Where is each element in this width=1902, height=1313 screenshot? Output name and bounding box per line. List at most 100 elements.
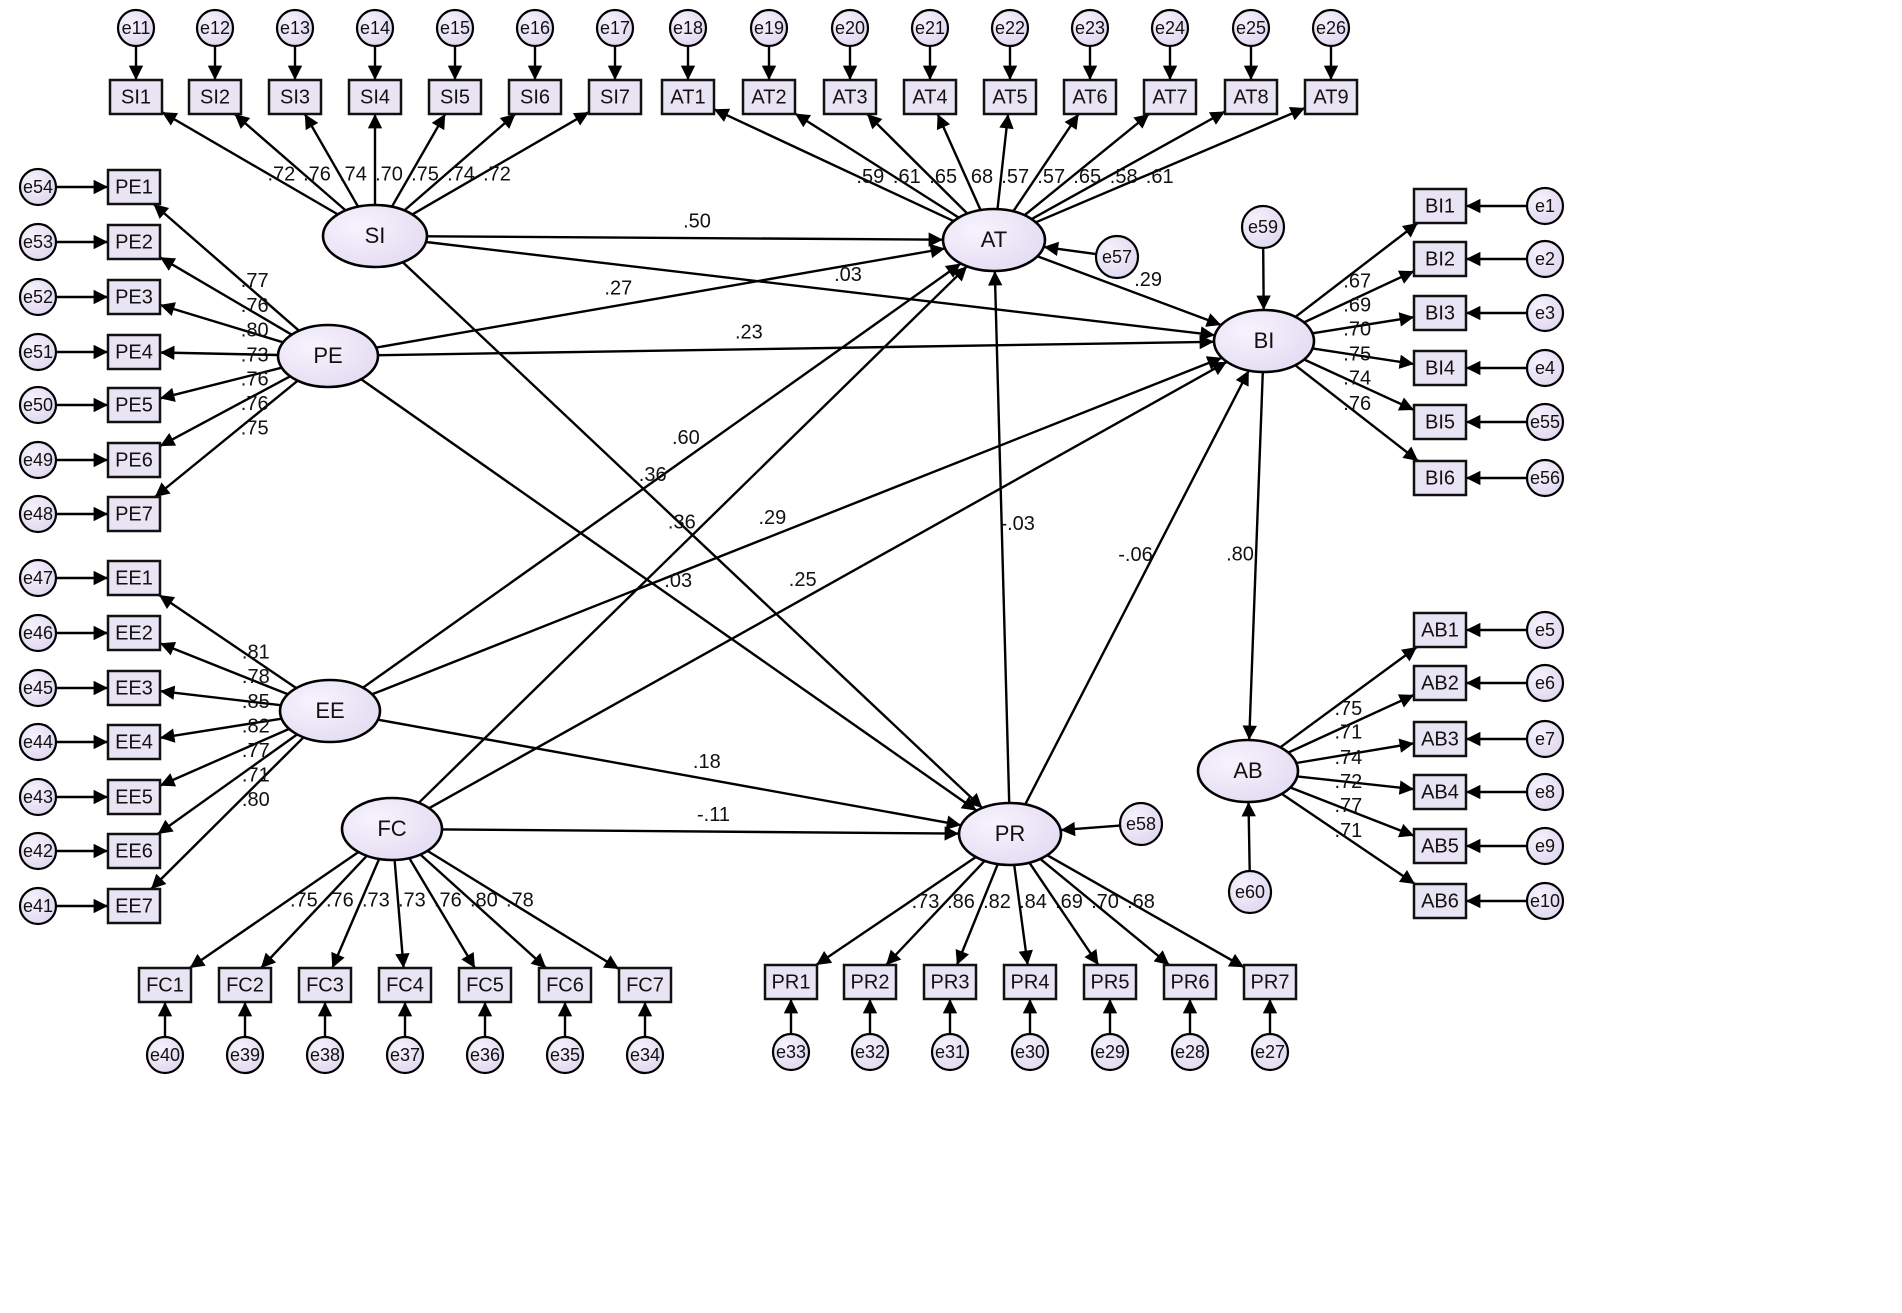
error-term-label-e33: e33 [776, 1042, 806, 1062]
disturbance-e58 [1118, 801, 1164, 847]
error-term-label-e22: e22 [995, 18, 1025, 38]
indicator-label-si5: SI5 [440, 86, 470, 108]
loading-arrow-bi4 [1312, 347, 1415, 369]
error-term-label-e27: e27 [1255, 1042, 1285, 1062]
indicator-label-at9: AT9 [1313, 86, 1348, 108]
loading-label-si7: .72 [483, 164, 511, 186]
error-term-e41 [18, 886, 58, 926]
indicator-si5: SI5 [427, 78, 483, 116]
error-term-e20 [830, 8, 870, 48]
path-coef-ee-pr: .18 [693, 751, 721, 773]
loading-label-bi1: .67 [1343, 271, 1371, 293]
indicator-label-bi4: BI4 [1425, 357, 1455, 379]
loading-arrow-ee3 [159, 685, 282, 707]
error-term-label-e53: e53 [23, 232, 53, 252]
error-term-e46 [18, 613, 58, 653]
error-term-e40 [145, 1035, 185, 1075]
latent-bi [1212, 308, 1316, 374]
path-coef-si-at: .50 [683, 210, 711, 232]
error-term-e2 [1525, 239, 1565, 279]
error-term-e48 [18, 494, 58, 534]
error-term-label-e17: e17 [600, 18, 630, 38]
indicator-label-si1: SI1 [121, 86, 151, 108]
loading-label-ee5: .77 [242, 740, 270, 762]
loading-arrow-at8 [1031, 110, 1226, 221]
error-term-label-e16: e16 [520, 18, 550, 38]
indicator-fc2: FC2 [217, 966, 273, 1004]
loading-arrow-ab4 [1297, 775, 1415, 795]
loading-arrow-ee5 [159, 727, 290, 787]
loading-arrow-at5 [996, 113, 1014, 210]
indicator-at2: AT2 [741, 78, 797, 116]
loading-label-at5: .57 [1001, 166, 1029, 188]
indicator-label-pe6: PE6 [115, 449, 153, 471]
error-term-e29 [1090, 1032, 1130, 1072]
loading-arrow-pe2 [159, 256, 293, 336]
loading-arrow-fc7 [426, 849, 620, 971]
loading-label-pr7: .68 [1127, 891, 1155, 913]
latent-ab [1196, 738, 1300, 804]
loading-arrow-pe3 [159, 302, 284, 344]
loading-label-fc1: .75 [290, 889, 318, 911]
loading-label-pe1: .77 [241, 270, 269, 292]
indicator-label-si6: SI6 [520, 86, 550, 108]
disturbance-label-e60: e60 [1235, 882, 1265, 902]
error-term-e1 [1525, 186, 1565, 226]
loading-arrow-fc1 [189, 851, 360, 969]
indicator-pe2: PE2 [106, 223, 162, 261]
loading-arrow-si3 [303, 113, 360, 208]
loading-label-si5: .75 [411, 164, 439, 186]
error-term-e27 [1250, 1032, 1290, 1072]
error-term-label-e3: e3 [1535, 303, 1555, 323]
indicator-label-ee2: EE2 [115, 622, 153, 644]
error-term-label-e46: e46 [23, 623, 53, 643]
indicator-label-pe3: PE3 [115, 286, 153, 308]
loading-arrow-pr5 [1028, 862, 1100, 966]
error-term-label-e6: e6 [1535, 673, 1555, 693]
path-coef-fc-pr: -.11 [697, 804, 730, 826]
indicator-label-bi5: BI5 [1425, 411, 1455, 433]
error-term-label-e10: e10 [1530, 891, 1560, 911]
error-term-label-e8: e8 [1535, 782, 1555, 802]
path-arrow-pe-pr [360, 378, 978, 812]
error-term-label-e31: e31 [935, 1042, 965, 1062]
path-coef-pe-at: .27 [604, 277, 632, 299]
disturbance-arrow-bi [1256, 247, 1271, 311]
disturbance-label-e59: e59 [1248, 217, 1278, 237]
indicator-label-fc3: FC3 [306, 974, 344, 996]
path-coef-pr-bi: -.06 [1118, 544, 1152, 566]
loading-arrow-at9 [1035, 106, 1306, 224]
path-coef-ee-bi: .29 [758, 507, 786, 529]
loading-label-ab2: .71 [1334, 722, 1362, 744]
path-coef-at-bi: .29 [1134, 269, 1162, 291]
error-term-e21 [910, 8, 950, 48]
loading-label-pe3: .80 [241, 320, 269, 342]
loading-arrow-ab5 [1289, 786, 1415, 838]
error-term-label-e19: e19 [754, 18, 784, 38]
error-term-label-e39: e39 [230, 1045, 260, 1065]
path-coef-ee-at: .60 [672, 427, 700, 449]
error-term-e55 [1525, 402, 1565, 442]
loading-label-ab4: .72 [1334, 771, 1362, 793]
indicator-ee7: EE7 [106, 887, 162, 925]
path-arrow-bi-ab [1242, 371, 1264, 741]
indicator-label-pr2: PR2 [851, 971, 890, 993]
indicator-label-bi2: BI2 [1425, 248, 1455, 270]
error-term-e31 [930, 1032, 970, 1072]
loading-arrow-fc6 [419, 853, 547, 969]
indicator-si4: SI4 [347, 78, 403, 116]
indicator-si3: SI3 [267, 78, 323, 116]
loading-label-pr2: .86 [947, 891, 975, 913]
indicator-label-ee5: EE5 [115, 786, 153, 808]
path-coef-si-bi: .03 [834, 264, 862, 286]
loading-label-ee1: .81 [242, 641, 270, 663]
loading-arrow-bi5 [1303, 358, 1415, 412]
indicator-label-ab2: AB2 [1421, 672, 1459, 694]
loading-arrow-ab2 [1287, 693, 1415, 754]
error-term-label-e42: e42 [23, 841, 53, 861]
loading-label-ee4: .82 [242, 715, 270, 737]
disturbance-label-e58: e58 [1126, 814, 1156, 834]
indicator-label-ab6: AB6 [1421, 890, 1459, 912]
loading-label-fc3: .73 [362, 889, 390, 911]
loading-label-pr3: .82 [983, 891, 1011, 913]
